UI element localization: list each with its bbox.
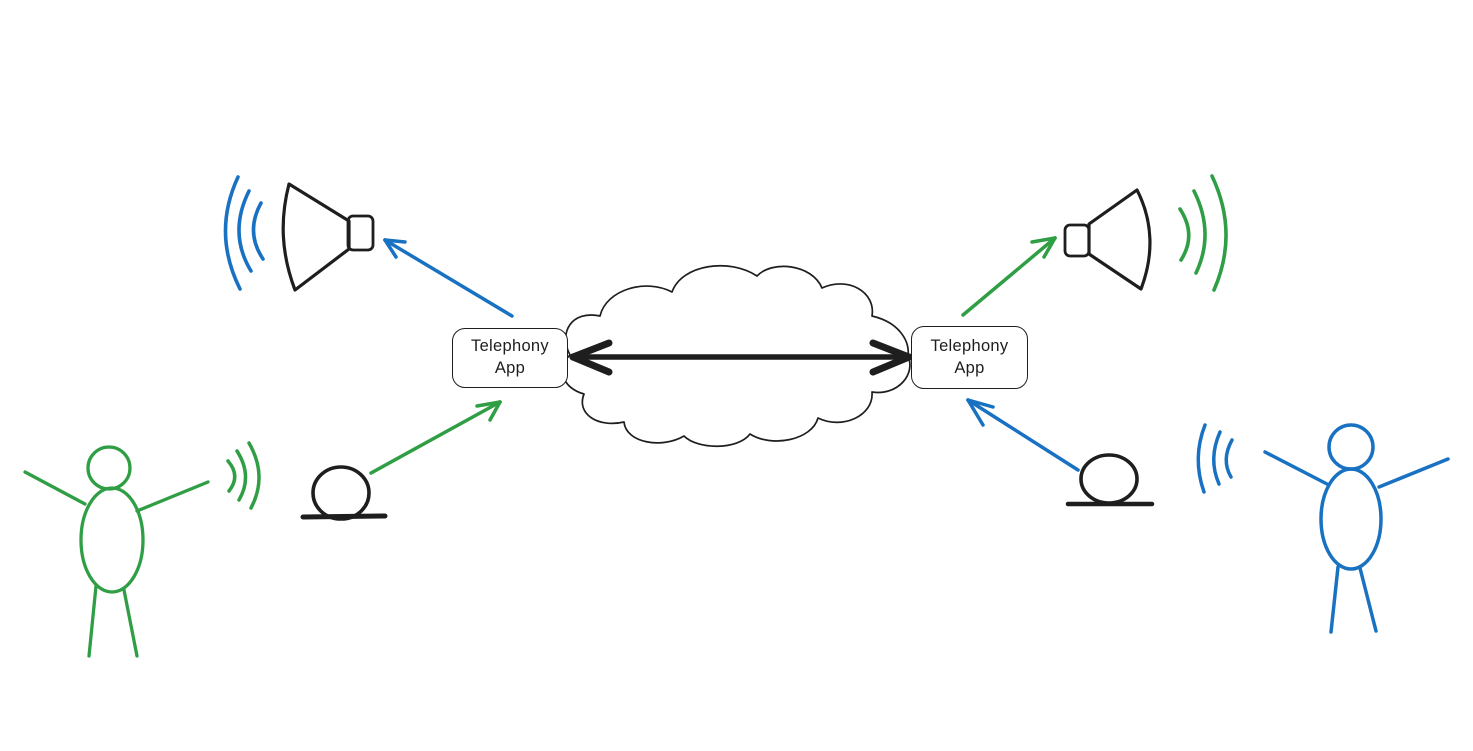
right-app-to-speaker-arrow (961, 236, 1057, 317)
blue-voice-waves-icon (1196, 423, 1234, 494)
right-microphone-icon (1065, 453, 1155, 507)
telephony-app-label-line2: App (954, 358, 985, 377)
green-voice-waves-icon (226, 441, 261, 510)
telephony-app-node-left: Telephony App (452, 328, 568, 388)
telephony-app-label-line1: Telephony (930, 336, 1009, 355)
green-person-icon (23, 445, 210, 658)
right-mic-to-app-arrow (966, 398, 1080, 472)
blue-speaker-waves-icon (223, 175, 265, 291)
left-app-to-speaker-arrow (383, 238, 514, 318)
blue-person-icon (1263, 423, 1450, 634)
left-speaker-icon (281, 182, 375, 292)
app-to-app-network-arrow (569, 339, 913, 376)
network-cloud-icon (561, 264, 911, 448)
telephony-app-label-line2: App (494, 359, 526, 377)
telephony-app-label-line1: Telephony (471, 337, 549, 356)
left-mic-to-app-arrow (369, 400, 502, 475)
left-microphone-icon (300, 465, 388, 521)
green-speaker-waves-icon (1178, 174, 1228, 292)
right-speaker-icon (1063, 188, 1152, 291)
telephony-app-node-right: Telephony App (911, 326, 1028, 389)
